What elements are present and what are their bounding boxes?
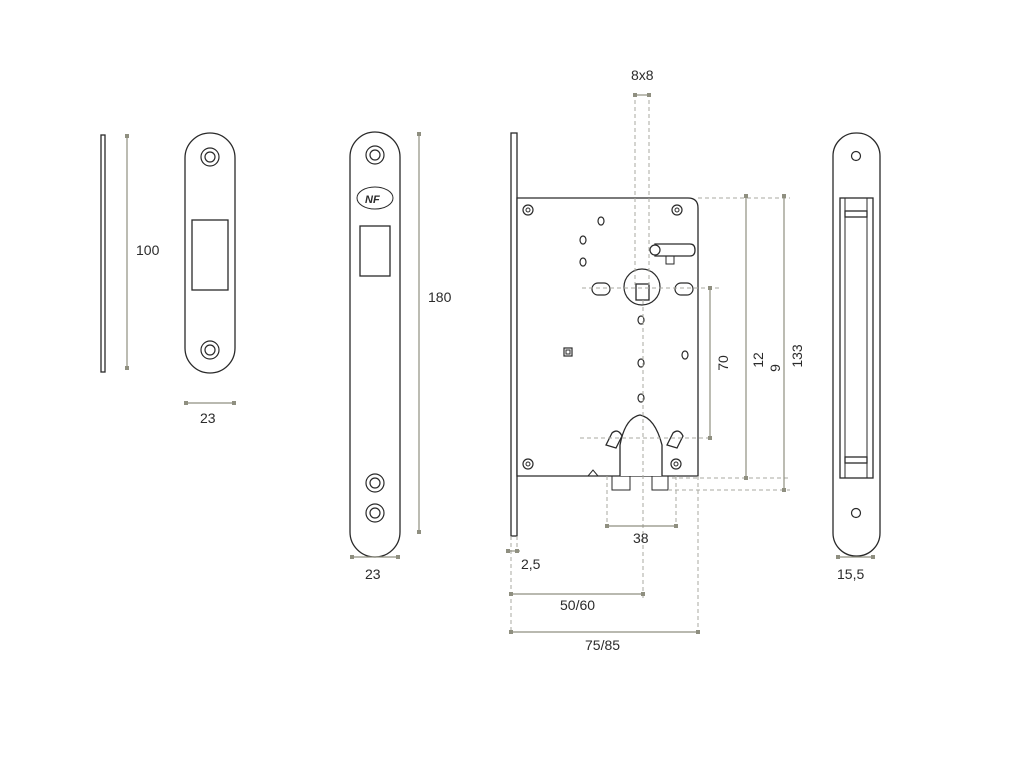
- strike-width-label: 23: [200, 410, 216, 426]
- side-width-label: 15,5: [837, 566, 864, 582]
- cylinder-width-dimension: 38: [605, 524, 678, 546]
- nf-logo: NF: [356, 186, 394, 210]
- backset-label: 50/60: [560, 597, 595, 613]
- overall-height-dimension: 133: [782, 194, 805, 492]
- spindle-label: 8x8: [631, 67, 654, 83]
- side-width-dimension: 15,5: [836, 555, 875, 582]
- spindle-dimension: 8x8: [631, 67, 654, 97]
- strike-plate: [184, 132, 236, 374]
- strike-plate-edge: [100, 134, 106, 373]
- faceplate-width-label: 23: [365, 566, 381, 582]
- case-height-dimension: 12 9: [744, 194, 783, 480]
- lock-side-view: [832, 132, 881, 557]
- strike-width-dimension: 23: [184, 401, 236, 426]
- faceplate-length-dimension: 180: [417, 132, 452, 534]
- faceplate-width-dimension: 23: [350, 555, 400, 582]
- spindle-to-cylinder-label: 70: [715, 355, 731, 371]
- cylinder-width-label: 38: [633, 530, 649, 546]
- strike-length-label: 100: [136, 242, 160, 258]
- spindle-to-cylinder-dimension: 70: [708, 286, 731, 440]
- case-height-a-label: 12: [750, 352, 766, 368]
- case-height-b-label: 9: [767, 364, 783, 372]
- faceplate-length-label: 180: [428, 289, 452, 305]
- faceplate-thickness-dimension: 2,5: [506, 549, 541, 572]
- case-depth-dimension: 75/85: [509, 630, 700, 653]
- case-depth-label: 75/85: [585, 637, 620, 653]
- faceplate-thickness-label: 2,5: [521, 556, 541, 572]
- reference-lines: [510, 93, 790, 634]
- lock-body: [510, 132, 699, 537]
- overall-height-label: 133: [789, 344, 805, 368]
- logo-text: NF: [365, 194, 380, 206]
- strike-length-dimension: 100: [125, 134, 160, 370]
- backset-dimension: 50/60: [509, 592, 645, 613]
